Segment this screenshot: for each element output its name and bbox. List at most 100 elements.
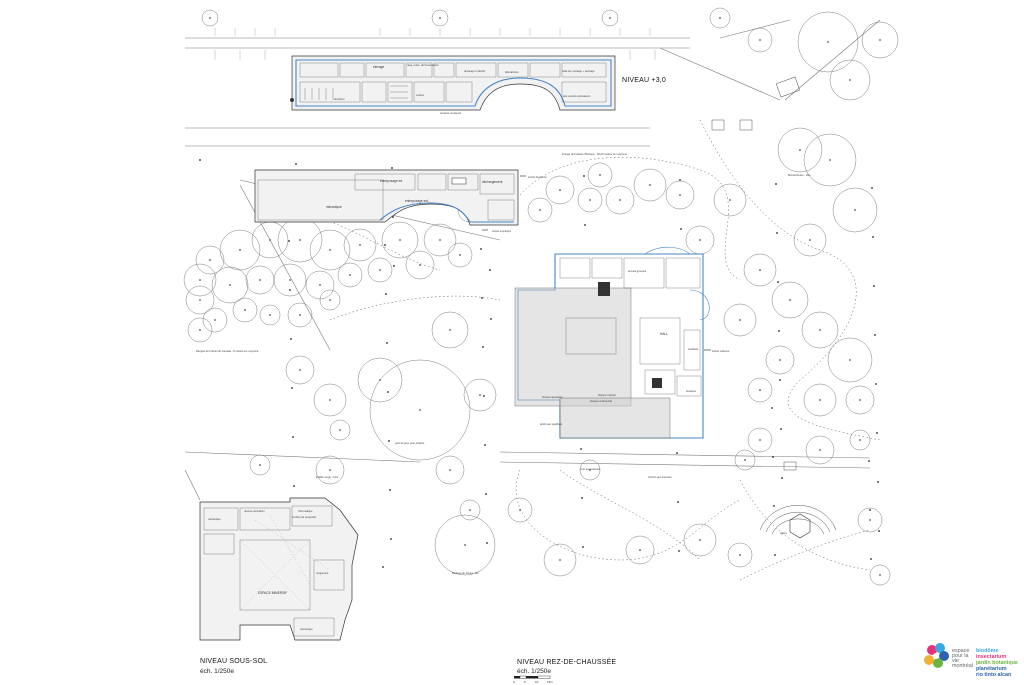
site-dot xyxy=(780,428,782,430)
tree-canopy xyxy=(709,7,731,29)
tree-canopy-group xyxy=(183,7,899,586)
site-dot xyxy=(385,293,387,295)
tree-canopy xyxy=(543,543,577,577)
scale-tick: 0 xyxy=(513,680,515,684)
site-dot xyxy=(774,554,776,556)
site-dot xyxy=(292,436,294,438)
tree-trunk xyxy=(759,269,761,271)
tree-trunk xyxy=(699,539,701,541)
tree-canopy xyxy=(713,183,747,217)
room-label: Informatique xyxy=(298,509,313,513)
tree-canopy xyxy=(832,187,878,233)
tree-trunk xyxy=(759,389,761,391)
tree-trunk xyxy=(619,199,621,201)
tree-trunk xyxy=(599,174,601,176)
tree-trunk xyxy=(739,319,741,321)
room-label: salle de montage + séchage xyxy=(562,69,595,73)
site-dot xyxy=(391,167,393,169)
site-dot xyxy=(393,265,395,267)
tree-trunk xyxy=(209,17,211,19)
tree-canopy xyxy=(369,359,471,461)
tree-canopy xyxy=(185,285,215,315)
tree-canopy xyxy=(434,514,496,576)
tree-trunk xyxy=(639,549,641,551)
site-dot xyxy=(392,216,394,218)
tree-canopy xyxy=(743,253,777,287)
site-dot xyxy=(387,391,389,393)
tree-trunk xyxy=(819,399,821,401)
tree-trunk xyxy=(289,279,291,281)
site-note: chemin aux insectes xyxy=(648,475,672,479)
tree-trunk xyxy=(199,299,201,301)
tree-trunk xyxy=(269,314,271,316)
tree-trunk xyxy=(854,209,856,211)
tree-canopy xyxy=(431,311,469,349)
tree-trunk xyxy=(559,189,561,191)
site-dot xyxy=(390,538,392,540)
site-dot xyxy=(677,501,679,503)
tree-trunk xyxy=(819,329,821,331)
scale-tick: 15m xyxy=(547,680,553,684)
site-dot xyxy=(583,175,585,177)
site-dot xyxy=(291,387,293,389)
site-dot xyxy=(873,285,875,287)
site-dot xyxy=(289,289,291,291)
tree-canopy xyxy=(381,221,419,259)
tree-trunk xyxy=(419,264,421,266)
tree-canopy xyxy=(633,168,667,202)
tree-trunk xyxy=(399,239,401,241)
tree-canopy xyxy=(747,427,773,453)
site-dot xyxy=(874,334,876,336)
site-note: parc de jeux pour enfants xyxy=(395,441,425,445)
site-dot xyxy=(582,546,584,548)
tree-canopy xyxy=(765,345,795,375)
site-dot xyxy=(489,269,491,271)
tree-canopy xyxy=(201,9,219,27)
logo-institution: biodôme xyxy=(976,648,998,654)
site-note: Bouleau du Korea - 9m xyxy=(452,571,479,575)
tree-canopy xyxy=(249,454,271,476)
site-dot xyxy=(482,346,484,348)
tree-canopy xyxy=(202,307,228,333)
tree-trunk xyxy=(559,559,561,561)
tree-canopy xyxy=(805,435,835,465)
tree-trunk xyxy=(729,199,731,201)
site-dot xyxy=(389,489,391,491)
site-dot xyxy=(776,232,778,234)
level3-title: NIVEAU +3,0 xyxy=(622,77,666,84)
scale-bar: 0 5 10 15m xyxy=(513,675,553,684)
site-roads xyxy=(184,19,881,501)
room-label: boutique xyxy=(686,389,697,393)
logo-institution: jardin botanique xyxy=(975,660,1018,666)
basement-scale: éch. 1/250e xyxy=(200,668,234,675)
site-dot xyxy=(777,281,779,283)
site-dot xyxy=(486,542,488,544)
tree-trunk xyxy=(299,239,301,241)
tree-trunk xyxy=(679,194,681,196)
site-notes: Frange de boisées d'Europe - 18-20 mètre… xyxy=(196,152,811,575)
tree-trunk xyxy=(449,329,451,331)
tree-trunk xyxy=(299,314,301,316)
tree-canopy xyxy=(423,223,457,257)
tree-trunk xyxy=(649,184,651,186)
tree-trunk xyxy=(329,399,331,401)
site-dot xyxy=(877,481,879,483)
room-label: rang. entre. de l'insectarium xyxy=(407,63,439,67)
tree-canopy xyxy=(857,507,883,533)
room-label: biotope aquatique xyxy=(542,395,563,399)
tree-trunk xyxy=(199,329,201,331)
tree-canopy xyxy=(727,542,753,568)
tree-trunk xyxy=(269,239,271,241)
tree-canopy xyxy=(869,564,891,586)
tree-trunk xyxy=(214,319,216,321)
tree-canopy xyxy=(507,497,533,523)
tree-canopy xyxy=(545,175,575,205)
site-dot xyxy=(775,183,777,185)
site-dot xyxy=(295,163,297,165)
site-dot xyxy=(199,159,201,161)
tree-canopy xyxy=(803,383,837,417)
site-dot xyxy=(870,558,872,560)
tree-canopy xyxy=(793,223,827,257)
tree-canopy xyxy=(747,377,773,403)
